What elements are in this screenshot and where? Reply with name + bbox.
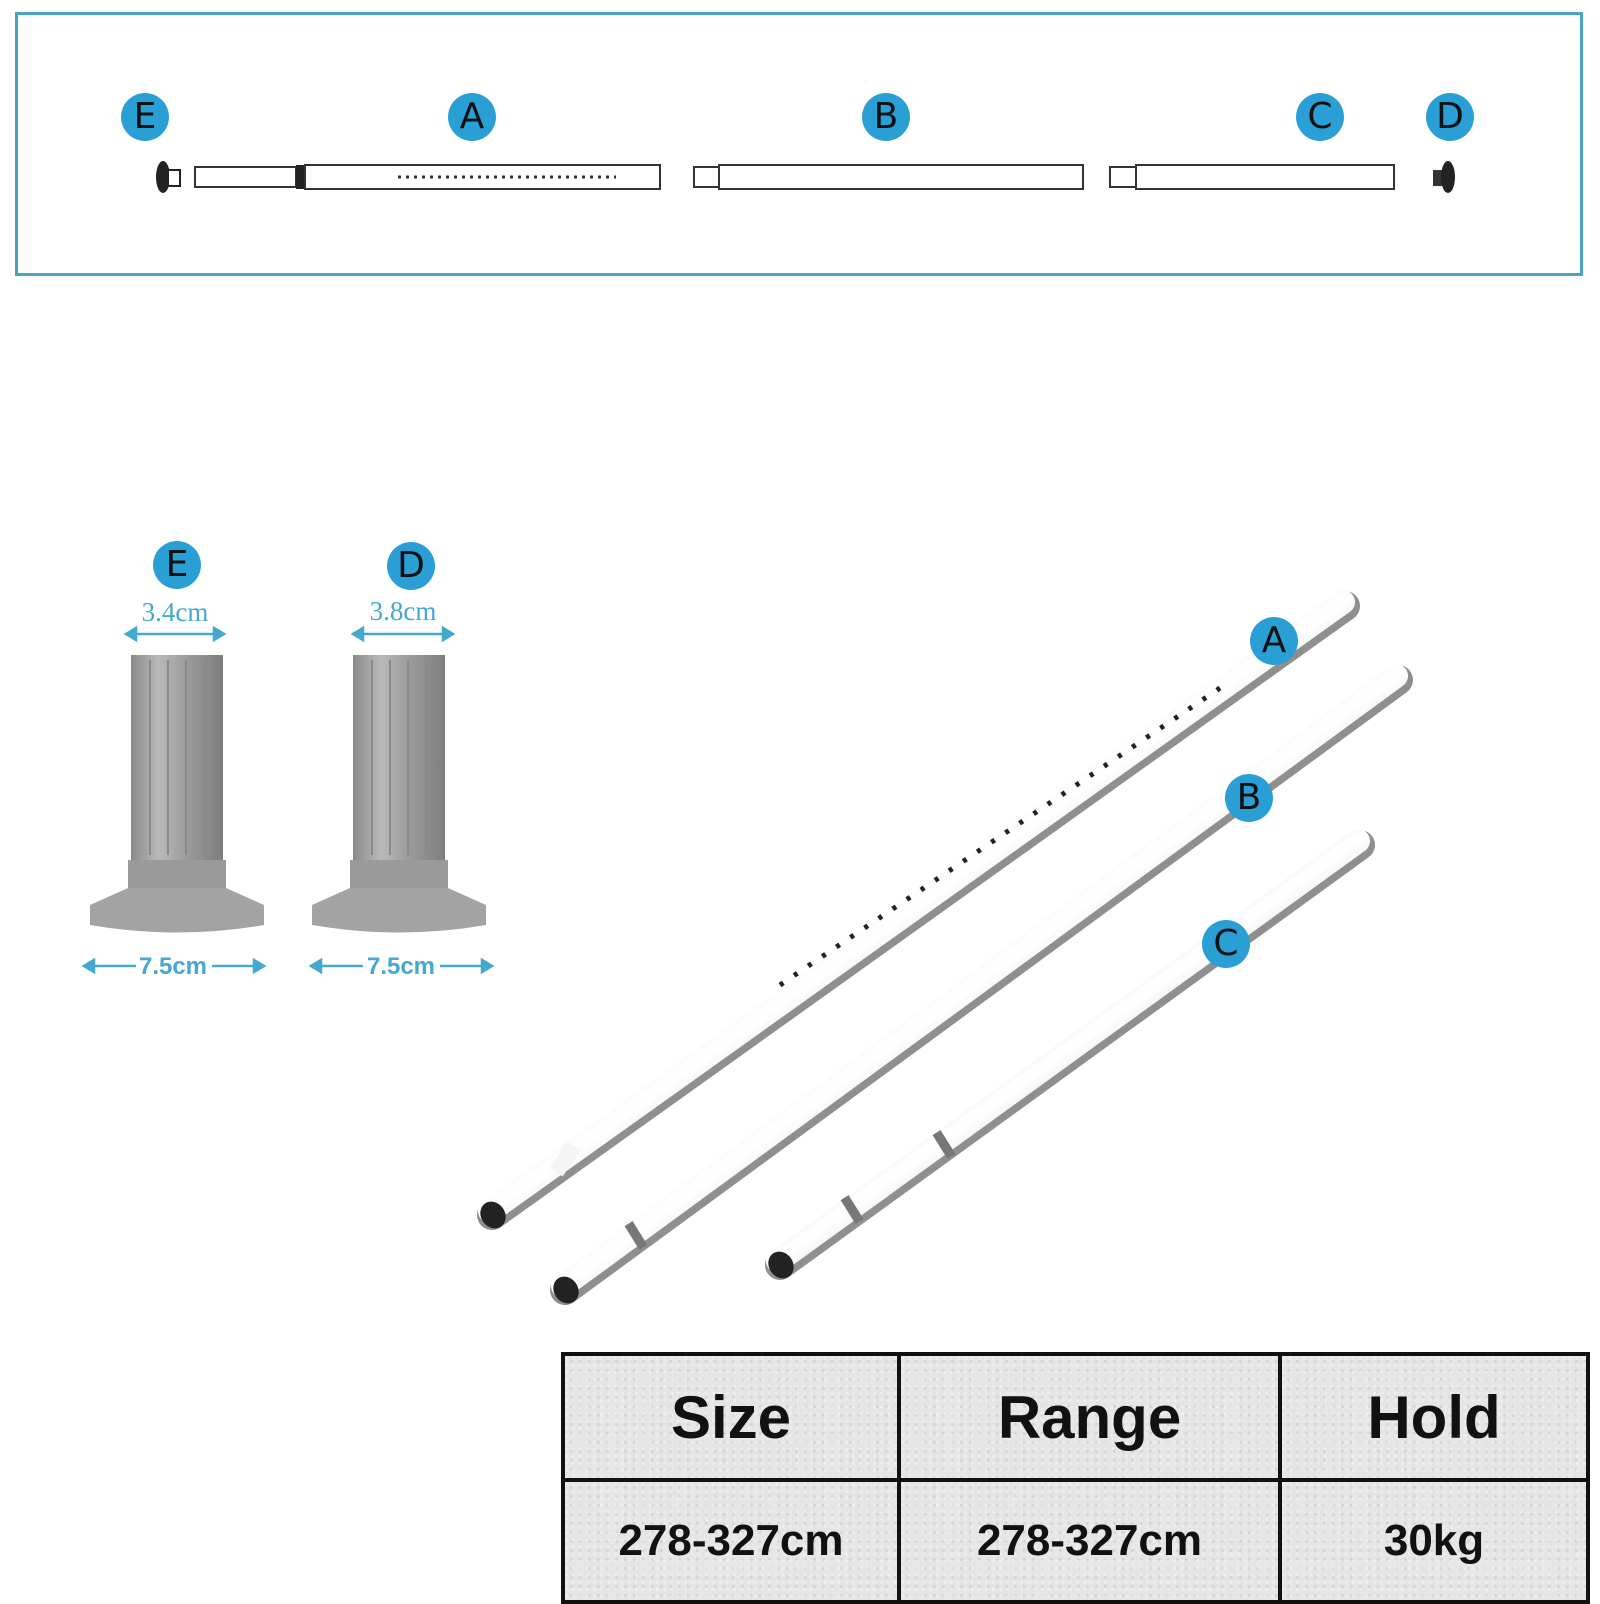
foot-e-top-width: 3.4cm	[141, 597, 209, 627]
parts-diagram-lines	[156, 161, 1455, 193]
pole-b-badge: B	[1225, 774, 1273, 822]
parts-diagram-panel: E A B C D	[15, 12, 1583, 276]
pole-b-outline	[693, 164, 1084, 190]
foot-cap-e	[90, 655, 264, 933]
value-size: 278-327cm	[561, 1478, 901, 1604]
specs-header-row: Size Range Hold	[561, 1352, 1590, 1482]
value-hold: 30kg	[1278, 1478, 1590, 1604]
pole-a-badge: A	[1250, 617, 1298, 665]
foot-d-badge: D	[387, 542, 435, 590]
foot-e-base-width: 7.5cm	[138, 953, 208, 980]
end-cap-d-icon	[1433, 161, 1455, 193]
pole-c	[765, 829, 1375, 1280]
header-size: Size	[561, 1352, 901, 1482]
pole-c-outline	[1109, 164, 1395, 190]
value-range: 278-327cm	[897, 1478, 1282, 1604]
pole-a-outline	[194, 164, 661, 190]
label-d-badge: D	[1426, 93, 1474, 141]
foot-e-badge: E	[153, 541, 201, 589]
header-range: Range	[897, 1352, 1282, 1482]
header-hold: Hold	[1278, 1352, 1590, 1482]
label-c-badge: C	[1296, 93, 1344, 141]
pole-c-badge: C	[1202, 920, 1250, 968]
label-a-badge: A	[448, 93, 496, 141]
foot-cap-d	[312, 655, 486, 933]
specs-table: Size Range Hold 278-327cm 278-327cm 30kg	[561, 1352, 1590, 1604]
label-b-badge: B	[862, 93, 910, 141]
end-cap-e-icon	[156, 161, 181, 193]
pole-b	[550, 664, 1413, 1305]
pole-a	[477, 590, 1360, 1230]
dimension-arrows	[81, 625, 495, 975]
product-illustration	[81, 590, 1413, 1305]
foot-d-base-width: 7.5cm	[366, 953, 436, 980]
label-e-badge: E	[121, 93, 169, 141]
specs-value-row: 278-327cm 278-327cm 30kg	[561, 1478, 1590, 1604]
foot-d-top-width: 3.8cm	[369, 596, 437, 626]
